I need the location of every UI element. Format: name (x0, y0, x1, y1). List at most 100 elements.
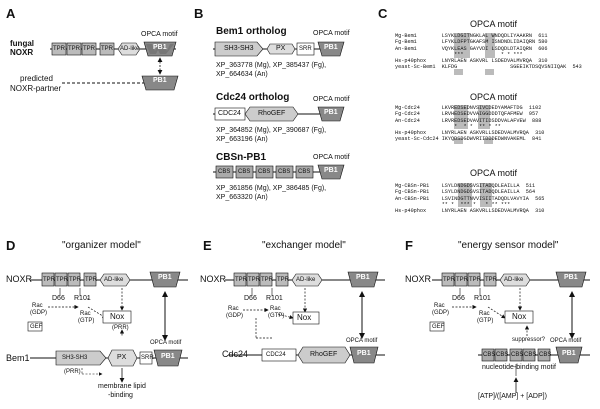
b-srr (296, 42, 315, 56)
f-cbs-1: CBS (483, 352, 496, 358)
b-cdc24-opca: OPCA motif (313, 96, 350, 103)
panel-f-letter: F (405, 238, 413, 253)
f-tpr-4: TPR (485, 277, 497, 283)
a-fungal-label: fungal (10, 39, 34, 48)
b-cbsn-pb1-label: PB1 (324, 167, 338, 174)
a-predicted-label: predicted (20, 74, 53, 83)
d-title: "organizer model" (62, 240, 141, 251)
a-partner-pb1 (141, 75, 179, 91)
b-cdc24-pb1 (317, 106, 345, 122)
b-cdc24-label: CDC24 (218, 110, 241, 117)
e-opca: OPCA motif (346, 338, 378, 344)
f-tpr-3: TPR (469, 277, 481, 283)
d-bem1-label: Bem1 (6, 353, 30, 363)
panel-b-graphics (213, 41, 345, 180)
b-px-label: PX (276, 45, 286, 52)
a-tpr-label-2: TPR (68, 46, 80, 52)
b-bem1-acc-1: XP_363778 (Mg), XP_385437 (Fg), (216, 62, 327, 69)
f-cbs-5: CBS (539, 352, 552, 358)
e-rac-gtp: Rac (270, 306, 281, 312)
a-pb1-label: PB1 (153, 44, 167, 51)
b-sh3-label: SH3-SH3 (224, 45, 254, 52)
d-gef: GEF (30, 324, 43, 330)
e-tpr-3: TPR (261, 277, 273, 283)
b-cbsn-title: CBSn-PB1 (216, 152, 267, 163)
c-opca-3: OPCA motif (470, 168, 518, 178)
e-tpr-4: TPR (277, 277, 289, 283)
d-rac-gtp-2: (GTP) (78, 318, 95, 324)
a-partner-label: NOXR-partner (10, 84, 62, 93)
b-cbs-label-5: CBS (298, 169, 311, 175)
a-adlike-label: AD-like (120, 46, 140, 52)
a-partner-pb1-label: PB1 (153, 77, 167, 84)
f-rac-gdp: Rac (434, 303, 445, 309)
b-rhogef (244, 106, 299, 122)
d-rac-gdp: Rac (32, 303, 43, 309)
f-opca: OPCA motif (550, 338, 582, 344)
e-tpr-1: TPR (235, 277, 247, 283)
panel-b-letter: B (194, 6, 204, 21)
f-rac-gtp: Rac (479, 311, 490, 317)
a-tpr-1 (51, 42, 67, 56)
panel-e-letter: E (203, 238, 212, 253)
panel-a-letter: A (6, 6, 16, 21)
c-opca-2: OPCA motif (470, 92, 518, 102)
b-cdc24-acc-1: XP_364852 (Mg), XP_390687 (Fg), (216, 127, 327, 134)
d-tpr-1: TPR (43, 277, 55, 283)
d-rac-gdp-2: (GDP) (30, 310, 47, 316)
b-cbsn-acc-1: XP_361856 (Mg), XP_386485 (Fg), (216, 185, 327, 192)
e-title: "exchanger model" (262, 240, 346, 251)
a-adlike (117, 42, 141, 56)
b-cbsn-acc-2: XP_663320 (An) (216, 194, 268, 201)
f-title: "energy sensor model" (458, 240, 559, 251)
a-tpr-2 (66, 42, 82, 56)
f-tpr-2: TPR (456, 277, 468, 283)
f-rac-gtp-2: (GTP) (477, 318, 494, 324)
b-bem1-pb1-label: PB1 (324, 44, 338, 51)
f-cbs-4: CBS (524, 352, 537, 358)
f-suppressor: suppressor? (512, 337, 546, 343)
f-adlike: AD-like (504, 277, 524, 283)
b-cbs-label-2: CBS (238, 169, 251, 175)
a-tpr-3 (81, 42, 97, 56)
panel-c-letter: C (378, 6, 388, 21)
e-noxr-label: NOXR (200, 274, 227, 284)
e-rac-gdp: Rac (228, 306, 239, 312)
e-nox: Nox (297, 313, 312, 322)
b-cbs-2 (235, 165, 254, 179)
a-noxr-label: NOXR (10, 48, 34, 57)
d-r101: R101 (74, 295, 91, 302)
d-pb1: PB1 (158, 274, 172, 281)
b-bem1-pb1 (317, 41, 345, 57)
b-cdc24-title: Cdc24 ortholog (216, 92, 290, 103)
b-bem1-opca: OPCA motif (313, 30, 350, 37)
panel-d-graphics (27, 271, 188, 383)
c-opca-1: OPCA motif (470, 19, 518, 29)
f-cbs-3: CBS (511, 352, 524, 358)
panel-d-letter: D (6, 238, 16, 253)
c-alignment-bem1: Mg-Bem1 LSYKLDGITNGKLAL WNDQDLIYAAKRN 61… (395, 33, 582, 71)
b-cbs-5 (295, 165, 314, 179)
d-sh3: SH3-SH3 (62, 355, 88, 361)
d-membrane-2: -binding (108, 392, 133, 399)
b-cbs-4 (275, 165, 294, 179)
b-cdc24-acc-2: XP_663196 (An) (216, 136, 268, 143)
d-nox: Nox (110, 312, 125, 321)
d-tpr-3: TPR (69, 277, 81, 283)
b-srr-label: SRR (299, 46, 312, 52)
e-d66: D66 (244, 295, 257, 302)
e-r101: R101 (266, 295, 283, 302)
e-cdc24-pb1: PB1 (357, 350, 371, 357)
e-pb1: PB1 (356, 274, 370, 281)
d-prr: (PRR) (112, 325, 129, 331)
b-cbs-label-3: CBS (258, 169, 271, 175)
d-tpr-4: TPR (85, 277, 97, 283)
e-cdc24-domain: CDC24 (266, 352, 286, 358)
f-nucleotide: nucleotide-binding motif (482, 364, 556, 371)
a-tpr-label-1: TPR (53, 46, 65, 52)
f-gef: GEF (432, 324, 445, 330)
b-cbs-label-1: CBS (218, 169, 231, 175)
b-bem1-acc-2: XP_664634 (An) (216, 71, 268, 78)
f-cbs-pb1: PB1 (562, 350, 576, 357)
